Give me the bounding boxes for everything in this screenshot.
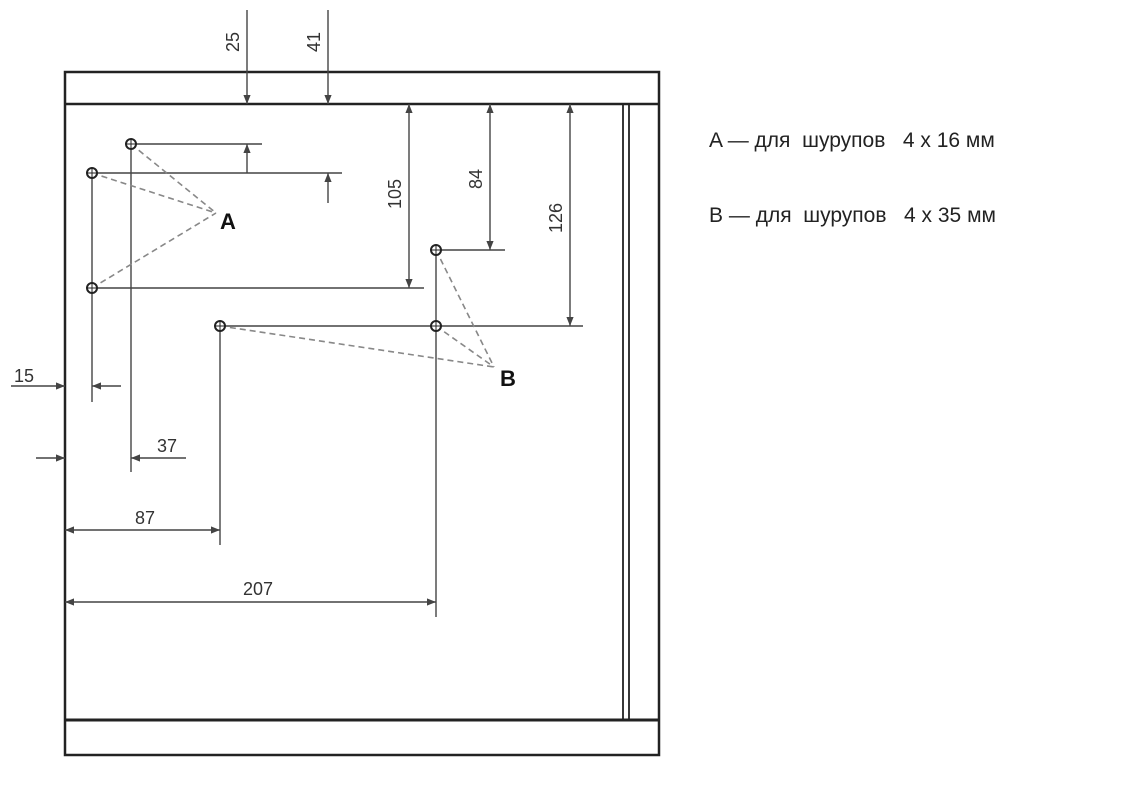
dim-text-41: 41 [304, 32, 324, 52]
leader-lines [91, 143, 495, 368]
legend-size: 4 x 16 мм [902, 129, 995, 152]
dim-text-37: 37 [157, 436, 177, 456]
label-group-a: A [220, 209, 236, 234]
hole-a-2 [86, 167, 98, 179]
legend-text: для шурупов [755, 204, 887, 227]
legend: A — для шурупов 4 x 16 мм B — для шурупо… [709, 78, 996, 253]
legend-key: A [709, 129, 722, 152]
leader-a-1 [130, 143, 217, 214]
leader-b-2 [435, 325, 495, 368]
holes [86, 138, 442, 332]
dim-text-15: 15 [14, 366, 34, 386]
dim-text-105: 105 [385, 179, 405, 209]
hole-b-3 [214, 320, 226, 332]
legend-item-a: A — для шурупов 4 x 16 мм [709, 128, 996, 153]
legend-key: B [709, 204, 724, 227]
label-group-b: B [500, 366, 516, 391]
dimension-lines [11, 10, 574, 606]
extension-lines [91, 143, 583, 617]
legend-dash: — [728, 204, 750, 227]
dim-text-84: 84 [466, 169, 486, 189]
leader-a-2 [91, 172, 217, 214]
dim-text-126: 126 [546, 203, 566, 233]
hole-a-3 [86, 282, 98, 294]
leader-b-1 [435, 249, 495, 368]
legend-size: 4 x 35 мм [904, 204, 996, 227]
dim-text-207: 207 [243, 579, 273, 599]
leader-b-3 [219, 325, 495, 368]
dim-text-25: 25 [223, 32, 243, 52]
dim-text-87: 87 [135, 508, 155, 528]
panel-outline [63, 70, 661, 757]
hole-b-2 [430, 320, 442, 332]
panel-frame [63, 70, 661, 757]
legend-item-b: B — для шурупов 4 x 35 мм [709, 203, 996, 228]
hole-a-1 [125, 138, 137, 150]
legend-dash: — [727, 129, 749, 152]
legend-text: для шурупов [754, 129, 886, 152]
leader-a-3 [91, 212, 217, 289]
hole-b-1 [430, 244, 442, 256]
